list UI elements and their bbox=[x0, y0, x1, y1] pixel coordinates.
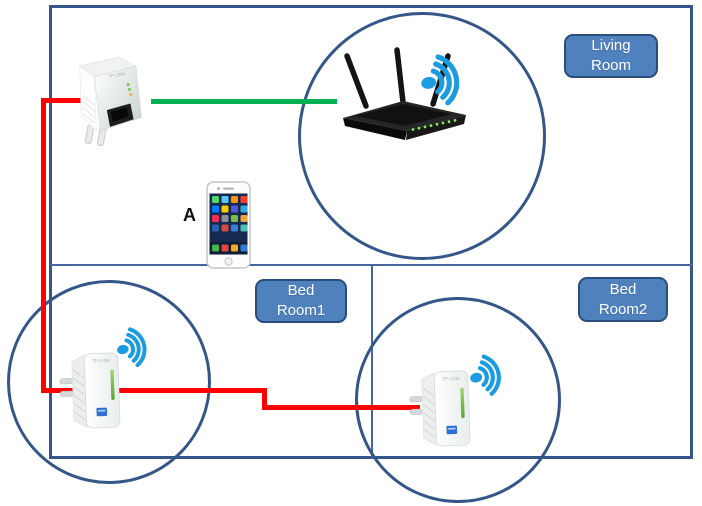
wifi-signal-icon bbox=[421, 54, 460, 106]
extender-blue-label bbox=[446, 425, 458, 435]
wifi-coverage-circle-bed-room2 bbox=[355, 297, 561, 503]
extender-led-strip bbox=[460, 387, 465, 419]
room-label-living-room: Living Room bbox=[564, 34, 658, 78]
phone-home-button bbox=[224, 257, 233, 266]
powerline-wifi-extender-bed-room1: TP-LINK bbox=[59, 352, 121, 429]
extender-vent-lines bbox=[72, 369, 86, 421]
powerline-cable-red-step bbox=[262, 388, 267, 410]
room-label-bed-room2: Bed Room2 bbox=[578, 277, 668, 322]
router-body bbox=[343, 101, 466, 140]
powerline-cable-red-top bbox=[41, 98, 81, 103]
powerline-cable-red-bed1 bbox=[41, 388, 267, 393]
adapter-brand-text: TP-LINK bbox=[108, 71, 126, 79]
extender-blue-label bbox=[96, 407, 108, 417]
extender-led-strip bbox=[110, 369, 115, 401]
extender-plug-pins bbox=[409, 396, 424, 415]
extender-brand-text: TP-LINK bbox=[92, 358, 111, 364]
extender-brand-text: TP-LINK bbox=[442, 376, 461, 382]
powerline-cable-red-bed2 bbox=[262, 405, 420, 410]
extender-plug-pins bbox=[59, 378, 74, 397]
adapter-ethernet-port-inner bbox=[110, 107, 129, 122]
phone-annotation-label: A bbox=[183, 205, 196, 225]
ethernet-cable-green bbox=[151, 99, 337, 104]
powerline-cable-red-vertical bbox=[41, 98, 46, 393]
extender-vent-lines bbox=[422, 387, 436, 439]
powerline-wifi-extender-bed-room2: TP-LINK bbox=[409, 370, 471, 447]
wall-divider-horizontal bbox=[50, 264, 693, 266]
adapter-status-leds bbox=[126, 83, 133, 96]
wifi-coverage-circle-bed-room1 bbox=[7, 280, 211, 484]
wifi-signal-icon bbox=[117, 327, 147, 367]
wifi-router bbox=[343, 47, 466, 140]
phone-earpiece bbox=[223, 187, 234, 190]
router-led-row bbox=[411, 119, 457, 131]
extender-front-face bbox=[433, 370, 471, 447]
room-label-bed-room1: Bed Room1 bbox=[255, 279, 347, 323]
wifi-coverage-circle-living-room bbox=[298, 12, 546, 260]
phone-front-camera bbox=[217, 187, 220, 190]
adapter-vent-lines bbox=[82, 95, 96, 124]
wifi-signal-icon bbox=[470, 354, 501, 396]
powerline-adapter: TP-LINK bbox=[78, 56, 142, 147]
smartphone bbox=[206, 181, 251, 269]
phone-app-icons bbox=[209, 196, 248, 255]
